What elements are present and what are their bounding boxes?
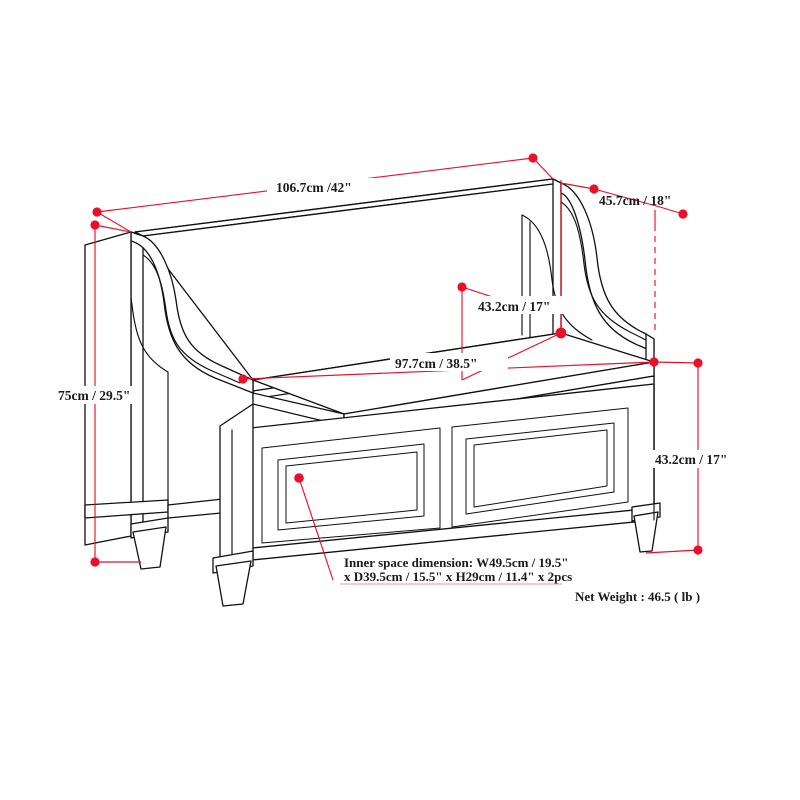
- dim-overall-depth: 45.7cm / 18": [560, 182, 688, 332]
- inner-space-line-2: x D39.5cm / 15.5" x H29cm / 11.4" x 2pcs: [344, 569, 572, 584]
- left-arm-inner-curve: [142, 254, 241, 384]
- dim-depth-dot-right: [678, 209, 688, 219]
- dim-seat-height: 43.2cm / 17": [645, 358, 748, 555]
- dim-back-height-base: [461, 332, 562, 381]
- dim-depth-ext-left: [560, 182, 595, 190]
- dim-seat-height-ext-bottom: [645, 549, 699, 554]
- dim-seat-width-label: 97.7cm / 38.5": [395, 356, 477, 371]
- dim-overall-height-ext-top: [94, 224, 132, 233]
- dim-overall-width: 106.7cm /42": [92, 153, 554, 233]
- front-left-post-face: [219, 403, 254, 573]
- dim-overall-height-dot-top: [90, 220, 100, 230]
- dim-overall-height-label: 75cm / 29.5": [58, 388, 130, 403]
- bench-illustration: [84, 178, 661, 607]
- foot-front-left: [215, 560, 252, 607]
- dim-overall-height: 75cm / 29.5": [55, 220, 141, 567]
- dim-back-height-label: 43.2cm / 17": [478, 299, 550, 314]
- dim-seat-height-dot-top: [693, 358, 703, 368]
- dim-seat-width-label-bg: [390, 353, 508, 371]
- inner-space-leader: [298, 477, 334, 581]
- dim-depth-dot-left: [589, 184, 599, 194]
- right-arm-inner-curve: [560, 201, 647, 341]
- dim-seat-height-label-bg: [652, 450, 748, 468]
- dim-back-height-label-bg: [474, 296, 570, 314]
- inner-space-line-1: Inner space dimension: W49.5cm / 19.5": [344, 555, 569, 570]
- front-left-post: [219, 403, 254, 573]
- dim-overall-width-ext-right: [532, 157, 554, 180]
- dim-seat-width-dot-left: [238, 374, 248, 384]
- dim-seat-height-label: 43.2cm / 17": [655, 452, 727, 467]
- dim-back-height-dot-top: [457, 282, 467, 292]
- dim-overall-width-ext-left: [96, 211, 132, 233]
- right-side-panel-curve: [521, 214, 593, 341]
- inner-space-dot: [294, 473, 304, 483]
- right-arm-curve: [560, 182, 655, 353]
- foot-back-left: [132, 526, 167, 570]
- dim-back-height: 43.2cm / 17": [457, 180, 570, 381]
- dim-seat-height-dot-bottom: [693, 545, 703, 555]
- foot-front-right: [633, 511, 659, 553]
- right-back-post: [552, 178, 562, 353]
- net-weight-note: Net Weight : 46.5 ( lb ): [575, 589, 700, 604]
- dim-seat-width: 97.7cm / 38.5": [238, 353, 659, 384]
- dim-overall-width-label-bg: [267, 178, 389, 196]
- dim-overall-height-label-bg: [55, 386, 140, 404]
- dim-overall-width-dot-right: [528, 153, 538, 163]
- drawer-left-inner-panel: [285, 451, 418, 524]
- dim-depth-leader-right: [593, 188, 661, 208]
- dim-seat-height-ext-top: [653, 361, 699, 364]
- inner-space-callout: Inner space dimension: W49.5cm / 19.5" x…: [294, 473, 572, 585]
- drawer-right-inner-panel: [473, 429, 608, 508]
- dim-overall-width-label: 106.7cm /42": [276, 180, 352, 195]
- dim-overall-width-dot-left: [92, 207, 102, 217]
- net-weight-label: Net Weight : 46.5 ( lb ): [575, 589, 700, 604]
- dim-depth-label: 45.7cm / 18": [599, 193, 671, 208]
- front-cabinet: [167, 383, 655, 563]
- legs: [130, 502, 661, 607]
- dim-overall-height-dot-bottom: [90, 557, 100, 567]
- dim-back-height-dot-corner: [555, 327, 567, 339]
